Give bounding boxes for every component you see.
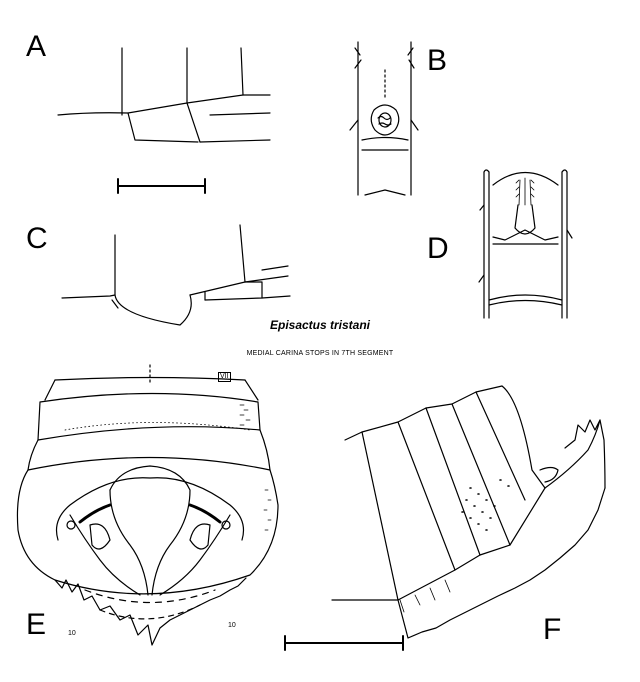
right-small-label: 10 [228, 622, 236, 629]
carina-note: MEDIAL CARINA STOPS IN 7TH SEGMENT [246, 350, 394, 357]
panel-label-a: A [26, 30, 47, 63]
figure-f [332, 386, 605, 638]
figure-a [58, 48, 270, 142]
segment-mark: VII [218, 372, 231, 382]
panel-label-b: B [427, 44, 448, 77]
scale-bar-e [285, 636, 403, 650]
scale-bar-a [118, 179, 205, 193]
figure-e [17, 365, 278, 645]
panel-label-d: D [427, 232, 449, 265]
left-small-label: 10 [68, 630, 76, 637]
figure-c [62, 225, 290, 325]
panel-label-f: F [543, 613, 562, 646]
figure-d [479, 170, 572, 318]
panel-label-c: C [26, 222, 48, 255]
species-caption: Episactus tristani [269, 318, 371, 332]
figure-b [350, 42, 418, 195]
panel-label-e: E [26, 608, 47, 641]
